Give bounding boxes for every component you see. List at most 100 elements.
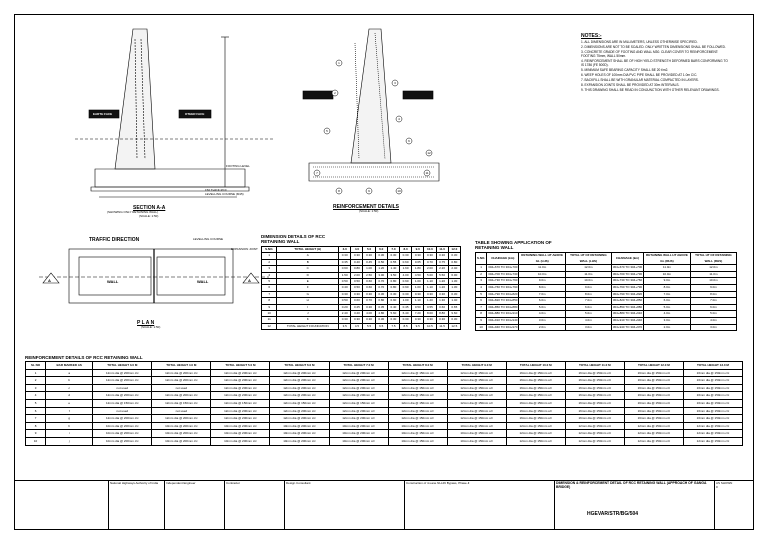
table-cell: 12mm dia @ 200mm c/c xyxy=(328,414,389,423)
table-cell: 16mm dia @ 150mm c/c xyxy=(564,383,625,393)
table-cell: 0.30 xyxy=(411,252,425,260)
table-cell: 11.0m xyxy=(518,264,566,272)
table-header-cell: 7.0 xyxy=(386,245,401,254)
table-cell: 10mm dia @ 200mm c/c xyxy=(328,436,389,446)
table-cell: 3.0m xyxy=(564,323,612,332)
expansion-joint-label: EXPANSION JOINT xyxy=(231,247,258,251)
table-cell: 12mm dia @ 150mm c/c xyxy=(564,429,625,438)
table-cell: 4 xyxy=(24,391,47,400)
note-item: 7. BACKFILL SHALL BE WITH GRANULAR MATER… xyxy=(581,78,699,82)
table-cell: 304+880 TO 304+910 xyxy=(610,310,645,318)
table-cell: f xyxy=(45,406,94,416)
table-header-cell: TOTAL HT OF RETAINING WALL (LHS) xyxy=(564,251,612,266)
table-cell: 10mm dia @ 150mm c/c xyxy=(446,421,507,431)
table-cell: 1 xyxy=(474,264,488,272)
table-cell: 12mm dia @ 150mm c/c xyxy=(92,398,153,408)
table-cell: 10.0m xyxy=(564,277,612,285)
table-cell: 10mm dia @ 150mm c/c xyxy=(387,436,448,446)
table-cell: 12mm dia @ 150mm c/c xyxy=(446,398,507,408)
table-cell: 10mm dia @ 200mm c/c xyxy=(269,429,330,438)
table-cell: 3 xyxy=(24,383,47,393)
table-cell: 9 xyxy=(474,316,488,325)
table-cell: 304+790 TO 304+820 xyxy=(610,290,645,299)
table-cell: 7.0m xyxy=(518,290,566,299)
table-cell: 5 xyxy=(260,277,278,286)
table-cell: 12 xyxy=(260,322,278,331)
table-cell: 16mm dia @ 150mm c/c xyxy=(505,368,566,378)
table-cell: 2.40 xyxy=(338,310,352,318)
table-cell: 16mm dia @ 150mm c/c xyxy=(682,398,744,408)
table-cell: 0.30 xyxy=(398,290,413,299)
table-cell: 5.5 xyxy=(362,322,376,331)
table-header-cell: TOTAL HEIGHT 8.0 M xyxy=(387,361,448,370)
table-cell: 10mm dia @ 200mm c/c xyxy=(269,436,330,446)
table-cell: i xyxy=(45,429,94,438)
table-cell: 3.0m xyxy=(518,316,566,325)
table-cell: 12mm dia @ 150mm c/c xyxy=(623,436,684,446)
table-cell: 12mm dia @ 200mm c/c xyxy=(269,376,330,385)
table-cell: 12mm dia @ 200mm c/c xyxy=(151,414,212,423)
plan-wall-right: WALL xyxy=(197,279,209,284)
table-cell: 304+700 TO 304+730 xyxy=(610,270,645,279)
table-cell: 3.0m xyxy=(643,316,691,325)
table-cell: b xyxy=(45,376,94,385)
table-cell: 0.30 xyxy=(362,316,376,324)
table-cell: 9 xyxy=(24,429,47,438)
table-cell: 4.50 xyxy=(411,271,425,280)
table-cell: 12mm dia @ 200mm c/c xyxy=(92,414,153,423)
bar-marker-label: 2 xyxy=(334,91,336,95)
table-cell: 3 xyxy=(474,277,488,285)
table-cell: 12.5 xyxy=(447,322,462,331)
table-cell: 5.0m xyxy=(564,310,612,318)
table-cell: 6.5 xyxy=(374,322,388,331)
table-cell: 0.50 xyxy=(411,303,425,312)
table-cell: 8.0m xyxy=(564,290,612,299)
table-cell: 8.0m xyxy=(689,290,738,299)
table-cell: 16mm dia @ 150mm c/c xyxy=(682,391,744,400)
table-cell: 0.30 xyxy=(386,290,401,299)
table-cell: 7.0m xyxy=(643,290,691,299)
table-cell: 7.20 xyxy=(411,310,425,318)
table-cell: 12mm dia @ 150mm c/c xyxy=(210,398,271,408)
bar-marker: 5 xyxy=(323,127,331,135)
table-header-cell: S.NO. xyxy=(474,251,488,266)
bar-marker: 2 xyxy=(331,89,339,97)
table-cell: 0.30 xyxy=(338,316,352,324)
table-cell: 0.60 xyxy=(398,258,413,267)
table-cell: 0.30 xyxy=(423,316,437,324)
table-cell: 9.0m xyxy=(643,277,691,285)
levelling-course-label: LEVELLING COURSE xyxy=(193,237,224,241)
table-cell: 5 xyxy=(474,290,488,299)
table-header-cell: CHAINAGE (km) xyxy=(486,251,520,266)
table-cell: 0.35 xyxy=(374,303,388,312)
table-cell: 1.00 xyxy=(411,277,425,286)
table-cell: 1.10 xyxy=(423,277,437,286)
bar-marker: 1 xyxy=(335,59,343,67)
bar-marker-label: 10 xyxy=(397,189,401,193)
table-cell: 1.60 xyxy=(398,265,413,273)
bar-marker-label: 1 xyxy=(338,61,340,65)
table-cell: 0.45 xyxy=(398,303,413,312)
table-cell: 0.30 xyxy=(386,252,401,260)
table-cell: 1.10 xyxy=(411,297,425,305)
project-block: Construction of 4-Lane NH-29 Bypass, Pha… xyxy=(405,481,555,529)
table-cell: 4 xyxy=(474,283,488,292)
table-cell: 10.0m xyxy=(643,270,691,279)
table-cell: 3.0m xyxy=(689,323,738,332)
table-cell: 0.30 xyxy=(398,316,413,324)
table-cell: 12mm dia @ 200mm c/c xyxy=(269,368,330,378)
section-mark-right: A xyxy=(248,278,251,283)
table-cell: 1.30 xyxy=(447,284,462,292)
revision-value: 0 xyxy=(716,484,718,489)
